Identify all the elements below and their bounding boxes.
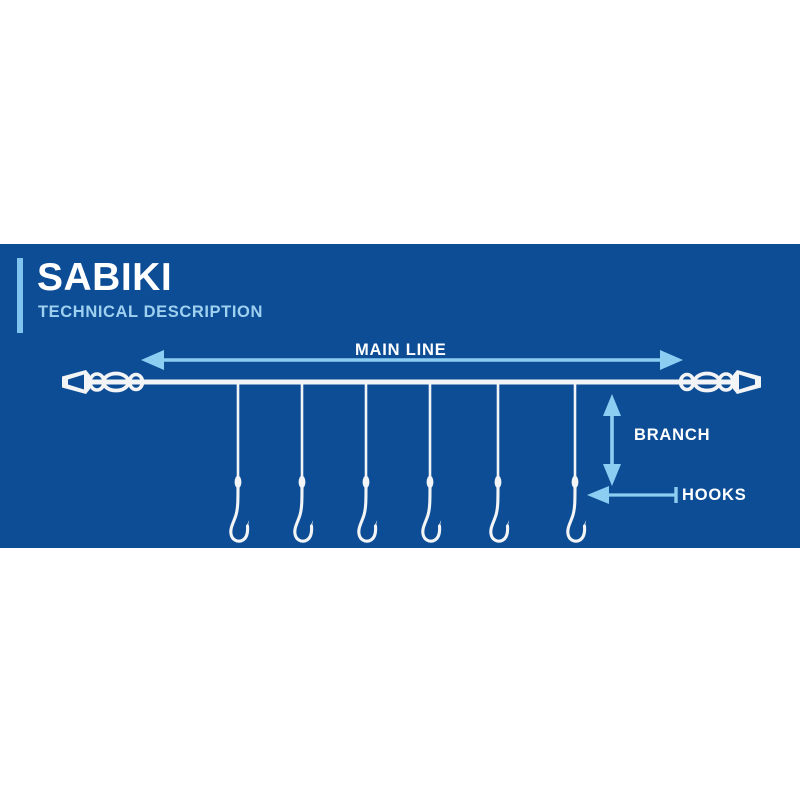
left-snap-swivel-connector [62,370,145,394]
branch-and-hook-group-6 [566,382,588,543]
label-main-line: MAIN LINE [355,341,447,359]
branch-and-hook-group-2 [293,382,315,543]
right-snap-swivel-connector [678,370,761,394]
diagram-panel: SABIKI TECHNICAL DESCRIPTION MAIN LINE B… [0,244,800,548]
branch-and-hook-group-1 [229,382,251,543]
page-title: SABIKI [37,256,173,299]
page-subtitle: TECHNICAL DESCRIPTION [38,303,263,321]
branch-and-hook-group-5 [489,382,511,543]
label-hooks: HOOKS [682,486,747,504]
branch-and-hook-group-4 [421,382,443,543]
label-branch: BRANCH [634,426,711,444]
branch-and-hook-group-3 [357,382,379,543]
hooks-callout-arrow [587,486,678,504]
branch-measure-arrow [603,394,621,486]
title-accent-bar [17,258,23,333]
